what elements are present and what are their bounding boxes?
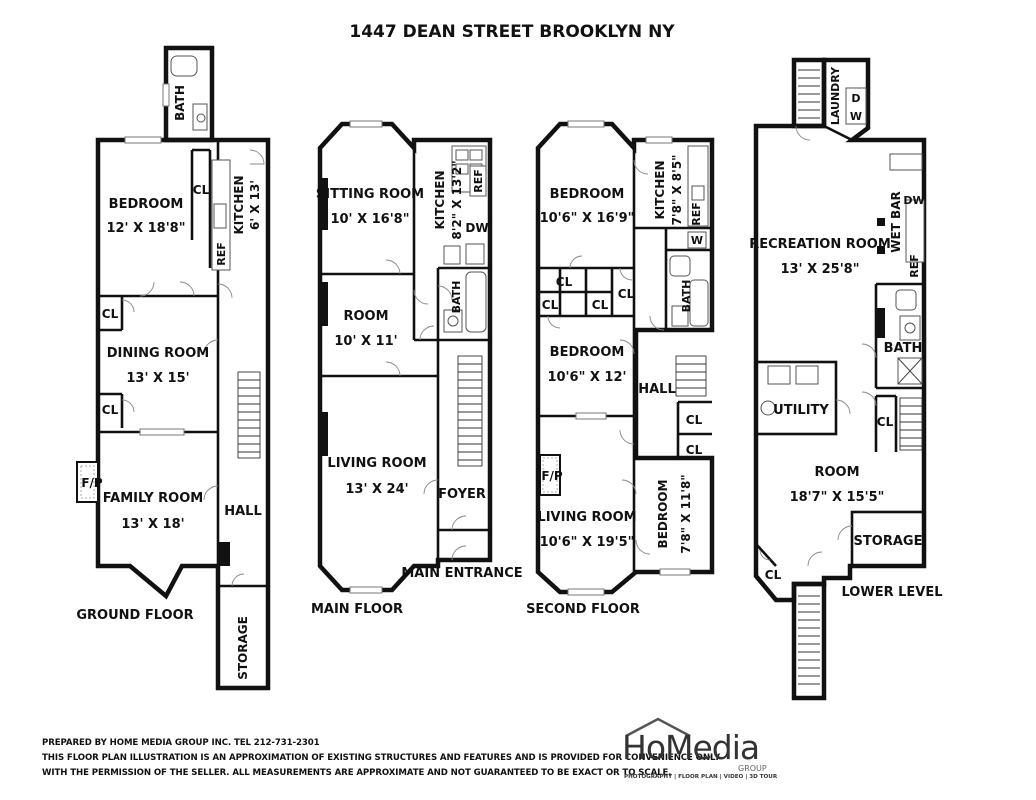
lower-bath-label: BATH (884, 341, 923, 356)
lower-level-caption: LOWER LEVEL (841, 585, 942, 600)
second-hall-closet-2-label: CL (686, 443, 703, 457)
lower-washer-label: W (850, 110, 862, 123)
main-entrance-label: MAIN ENTRANCE (401, 566, 522, 581)
ground-floor-caption: GROUND FLOOR (76, 608, 193, 623)
ground-hall-label: HALL (224, 504, 262, 519)
lower-ref-label: REF (908, 254, 921, 278)
second-bedroom3-label: BEDROOM (656, 480, 670, 549)
ground-bedroom-label: BEDROOM (109, 197, 184, 212)
ground-kitchen-size: 6' X 13' (248, 180, 262, 230)
lower-storage-label: STORAGE (854, 534, 923, 549)
second-hall-label: HALL (638, 382, 676, 397)
ground-floor-plan: BATH BEDROOM 12' X 18'8" CL KITCHEN 6' X… (76, 45, 271, 691)
main-sitting-room-label: SITTING ROOM (316, 187, 424, 202)
second-kitchen-label: KITCHEN (653, 160, 667, 219)
second-bedroom2-size: 10'6" X 12' (547, 370, 626, 385)
lower-entry-closet-label: CL (765, 568, 782, 582)
ground-dining-room-size: 13' X 15' (126, 371, 189, 386)
lower-dw-label: DW (903, 194, 924, 207)
footer-disclaimer-2: WITH THE PERMISSION OF THE SELLER. ALL M… (42, 768, 672, 778)
main-kitchen-label: KITCHEN (433, 170, 447, 229)
ground-ref-label: REF (215, 242, 228, 266)
second-closet-3-label: CL (592, 298, 609, 312)
second-floor-plan: BEDROOM 10'6" X 16'9" KITCHEN 7'8" X 8'5… (526, 120, 715, 617)
lower-level-plan: LAUNDRY D W RECREATION ROOM 13' X 25'8" … (749, 57, 943, 701)
ground-fireplace-label: F/P (81, 476, 103, 490)
second-bedroom1-size: 10'6" X 16'9" (540, 211, 635, 226)
ground-bedroom-size: 12' X 18'8" (106, 221, 185, 236)
ground-bath-label: BATH (173, 85, 187, 121)
second-kitchen-size: 7'8" X 8'5" (670, 155, 684, 226)
ground-kitchen-label: KITCHEN (232, 175, 246, 234)
second-ref-label: REF (690, 202, 703, 226)
second-washer-label: W (691, 234, 703, 247)
second-hall-closet-1-label: CL (686, 413, 703, 427)
logo-group-text: GROUP (738, 764, 767, 773)
ground-family-room-size: 13' X 18' (121, 517, 184, 532)
main-floor-plan: SITTING ROOM 10' X 16'8" KITCHEN 8'2" X … (311, 120, 523, 617)
second-closet-1-label: CL (556, 275, 573, 289)
main-foyer-label: FOYER (438, 487, 486, 502)
ground-dining-room-label: DINING ROOM (107, 346, 209, 361)
second-living-room-label: LIVING ROOM (537, 510, 636, 525)
lower-recreation-room-size: 13' X 25'8" (780, 262, 859, 277)
second-bath-label: BATH (680, 280, 693, 313)
lower-utility-label: UTILITY (773, 403, 829, 418)
second-fireplace-label: F/P (541, 469, 563, 483)
main-floor-caption: MAIN FLOOR (311, 602, 403, 617)
lower-wet-bar-label: WET BAR (889, 191, 903, 252)
ground-storage-label: STORAGE (236, 616, 250, 680)
main-living-room-label: LIVING ROOM (327, 456, 426, 471)
main-ref-label: REF (472, 169, 485, 193)
second-bedroom2-label: BEDROOM (550, 345, 625, 360)
main-bath-label: BATH (450, 281, 463, 314)
lower-closet-label: CL (877, 415, 894, 429)
second-closet-2-label: CL (542, 298, 559, 312)
plan-title: 1447 DEAN STREET BROOKLYN NY (349, 22, 675, 42)
footer-disclaimer-1: THIS FLOOR PLAN ILLUSTRATION IS AN APPRO… (42, 753, 721, 763)
main-living-room-size: 13' X 24' (345, 482, 408, 497)
logo-wordmark: HoMedia (622, 728, 760, 767)
main-sitting-room-size: 10' X 16'8" (330, 212, 409, 227)
main-kitchen-size: 8'2" X 13'2" (450, 160, 464, 239)
second-floor-caption: SECOND FLOOR (526, 602, 640, 617)
ground-closet-label: CL (102, 403, 119, 417)
lower-recreation-room-label: RECREATION ROOM (749, 237, 891, 252)
ground-bedroom-closet-label: CL (193, 183, 210, 197)
lower-laundry-label: LAUNDRY (829, 66, 842, 125)
homedia-logo: HoMedia GROUP PHOTOGRAPHY | FLOOR PLAN |… (622, 716, 782, 786)
second-bedroom3-size: 7'8" X 11'8" (679, 474, 693, 553)
ground-family-room-label: FAMILY ROOM (103, 491, 203, 506)
main-room-size: 10' X 11' (334, 334, 397, 349)
footer-prepared-by: PREPARED BY HOME MEDIA GROUP INC. TEL 21… (42, 738, 320, 748)
lower-room-label: ROOM (814, 465, 859, 480)
second-closet-4-label: CL (618, 287, 635, 301)
main-dw-label: DW (465, 221, 488, 235)
lower-dryer-label: D (851, 92, 860, 105)
second-bedroom1-label: BEDROOM (550, 187, 625, 202)
second-living-room-size: 10'6" X 19'5" (540, 535, 635, 550)
lower-room-size: 18'7" X 15'5" (790, 490, 885, 505)
main-room-label: ROOM (343, 309, 388, 324)
house-roof-icon (625, 717, 691, 738)
logo-tagline: PHOTOGRAPHY | FLOOR PLAN | VIDEO | 3D TO… (624, 774, 778, 780)
ground-dining-closet-label: CL (102, 307, 119, 321)
